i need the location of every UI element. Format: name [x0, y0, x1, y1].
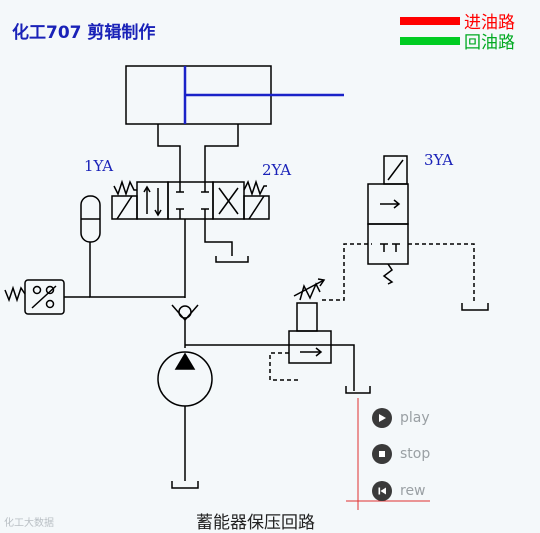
- rewind-label: rew: [400, 483, 426, 499]
- play-icon: [372, 408, 392, 428]
- coil-label-1ya: 1YA: [84, 157, 114, 175]
- legend-label-supply: 进油路: [464, 13, 515, 33]
- hydraulic-pump: [157, 351, 213, 489]
- directional-valve-4-3: [111, 179, 270, 220]
- stop-button[interactable]: stop: [372, 444, 430, 464]
- hydraulic-cylinder: [125, 65, 344, 125]
- accumulator: [80, 195, 185, 298]
- legend-swatch-return: [400, 36, 460, 45]
- coil-label-2ya: 2YA: [262, 161, 292, 179]
- watermark: 化工大数据: [4, 518, 54, 529]
- legend-item-supply: 进油路: [400, 8, 515, 33]
- rewind-button[interactable]: rew: [372, 481, 426, 501]
- brand-title: 化工707 剪辑制作: [12, 23, 156, 43]
- stop-icon: [372, 444, 392, 464]
- pressure-switch: [4, 279, 90, 315]
- check-valve: [171, 304, 199, 348]
- legend-swatch-supply: [400, 16, 460, 25]
- rewind-icon: [372, 481, 392, 501]
- coil-label-3ya: 3YA: [424, 151, 454, 169]
- legend-item-return: 回油路: [400, 28, 515, 53]
- solenoid-valve-3ya: [367, 155, 489, 311]
- relief-valve: [269, 278, 332, 381]
- stop-label: stop: [400, 446, 431, 462]
- play-button[interactable]: play: [372, 408, 430, 428]
- diagram-caption: 蓄能器保压回路: [196, 513, 315, 533]
- play-label: play: [400, 410, 430, 426]
- legend-label-return: 回油路: [464, 33, 515, 53]
